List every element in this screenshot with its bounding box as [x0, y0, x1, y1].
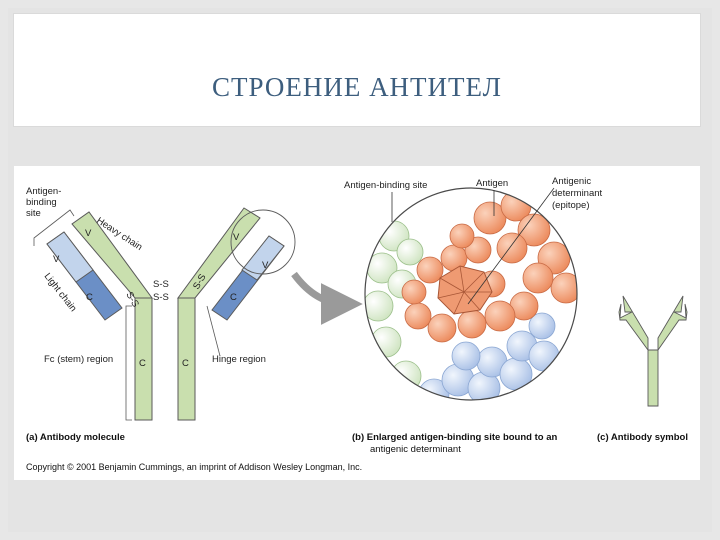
label-c-light-left: C: [86, 292, 93, 303]
label-c-light-right: C: [230, 292, 237, 303]
antibody-symbol: (c) Antibody symbol: [597, 295, 688, 443]
label-c-stem-right: C: [182, 358, 189, 369]
heavy-chain-arm-right: [177, 207, 261, 299]
epitope-structure: [437, 265, 493, 315]
antibody-molecule: V V C V V C C C Heavy chain Light chain …: [26, 186, 363, 443]
antibody-diagram: V V C V V C C C Heavy chain Light chain …: [26, 176, 688, 455]
light-chain-variable-left: [46, 231, 94, 283]
figure-panel: V V C V V C C C Heavy chain Light chain …: [14, 166, 700, 480]
label-v-heavy-left: V: [85, 228, 92, 239]
disulfide-bond-top: S-S: [153, 279, 169, 290]
antigen-binding-site-enlarged-label: Antigen-binding site: [344, 180, 427, 191]
antibody-molecule-caption: (a) Antibody molecule: [26, 432, 125, 443]
antibody-symbol-caption: (c) Antibody symbol: [597, 432, 688, 443]
enlarged-caption: (b) Enlarged antigen-binding site bound …: [352, 432, 560, 455]
copyright-notice: Copyright © 2001 Benjamin Cummings, an i…: [26, 462, 363, 472]
slide-title: СТРОЕНИЕ АНТИТЕЛ: [211, 72, 502, 102]
heavy-chain-arm-left: [71, 211, 153, 299]
label-v-heavy-right: V: [233, 232, 240, 243]
antigen-binding-site-label: Antigen- binding site: [26, 186, 64, 219]
antigen-binding-site-bracket: [33, 209, 75, 246]
label-v-light-right: V: [262, 260, 269, 271]
hinge-region-label: Hinge region: [212, 354, 266, 365]
antibody-symbol-shape: [618, 295, 688, 407]
enlarged-circle-outline: [364, 187, 578, 401]
fc-region-bracket: [125, 305, 132, 421]
title-box: СТРОЕНИЕ АНТИТЕЛ: [14, 14, 700, 126]
zoom-arrow: [291, 271, 363, 325]
zoom-circle: [230, 209, 296, 275]
epitope-pointer: [467, 187, 555, 305]
antigen-label: Antigen: [476, 178, 508, 189]
antigenic-determinant-label: Antigenic determinant (epitope): [552, 176, 605, 211]
hinge-region-pointer: [206, 305, 221, 357]
label-v-light-left: V: [53, 254, 60, 265]
antigen-atoms: [401, 190, 577, 343]
label-c-stem-left: C: [139, 358, 146, 369]
fc-region-label: Fc (stem) region: [44, 354, 113, 365]
enlarged-binding-site: Antigen-binding site Antigen Antigenic d…: [344, 176, 605, 455]
light-chain-variable-right: [241, 235, 285, 281]
disulfide-bond-bottom: S-S: [153, 292, 169, 303]
